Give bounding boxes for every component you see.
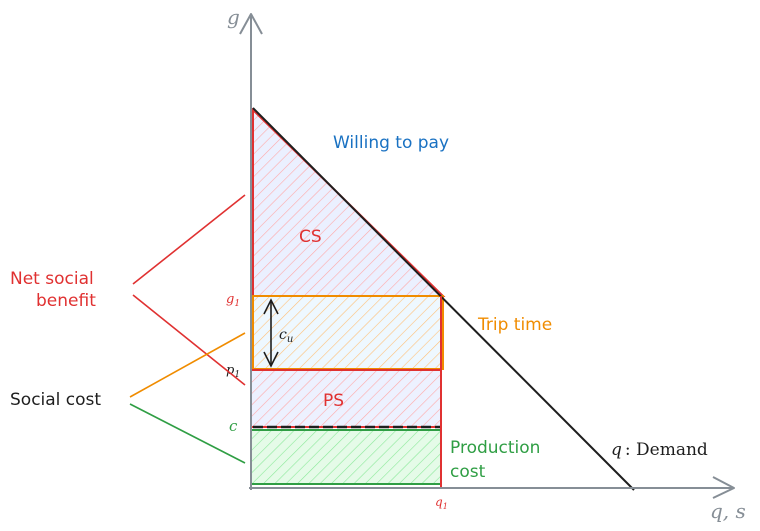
- demand-label: q: Demand: [611, 440, 708, 460]
- ps-label: PS: [323, 391, 344, 411]
- willing-to-pay-label: Willing to pay: [333, 133, 449, 153]
- social-cost-label: Social cost: [10, 390, 101, 410]
- production-cost-area: [250, 429, 442, 485]
- net-social-benefit-label-line1: Net social: [10, 269, 94, 289]
- p1-tick-label: p1: [226, 363, 240, 380]
- net-social-benefit-bracket: [132, 194, 246, 386]
- x-axis-label: q, s: [710, 499, 746, 523]
- production-cost-label-line2: cost: [450, 462, 486, 482]
- q1-tick-label: q1: [435, 495, 448, 511]
- social-cost-bracket: [129, 332, 246, 464]
- producer-surplus-area: [250, 369, 442, 429]
- cu-double-arrow: [263, 298, 279, 368]
- cs-label: CS: [299, 227, 322, 247]
- production-cost-label-line1: Production: [450, 438, 540, 458]
- trip-time-area: [252, 295, 444, 370]
- y-axis: [239, 13, 263, 490]
- demand-line: [252, 107, 635, 491]
- net-social-benefit-label-line2: benefit: [36, 291, 96, 311]
- cu-label: cu: [279, 327, 293, 345]
- g1-tick-label: g1: [226, 292, 240, 309]
- trip-time-label: Trip time: [477, 315, 552, 335]
- x-axis: [249, 476, 735, 499]
- c-tick-label: c: [229, 417, 238, 435]
- y-axis-label: g: [227, 5, 240, 29]
